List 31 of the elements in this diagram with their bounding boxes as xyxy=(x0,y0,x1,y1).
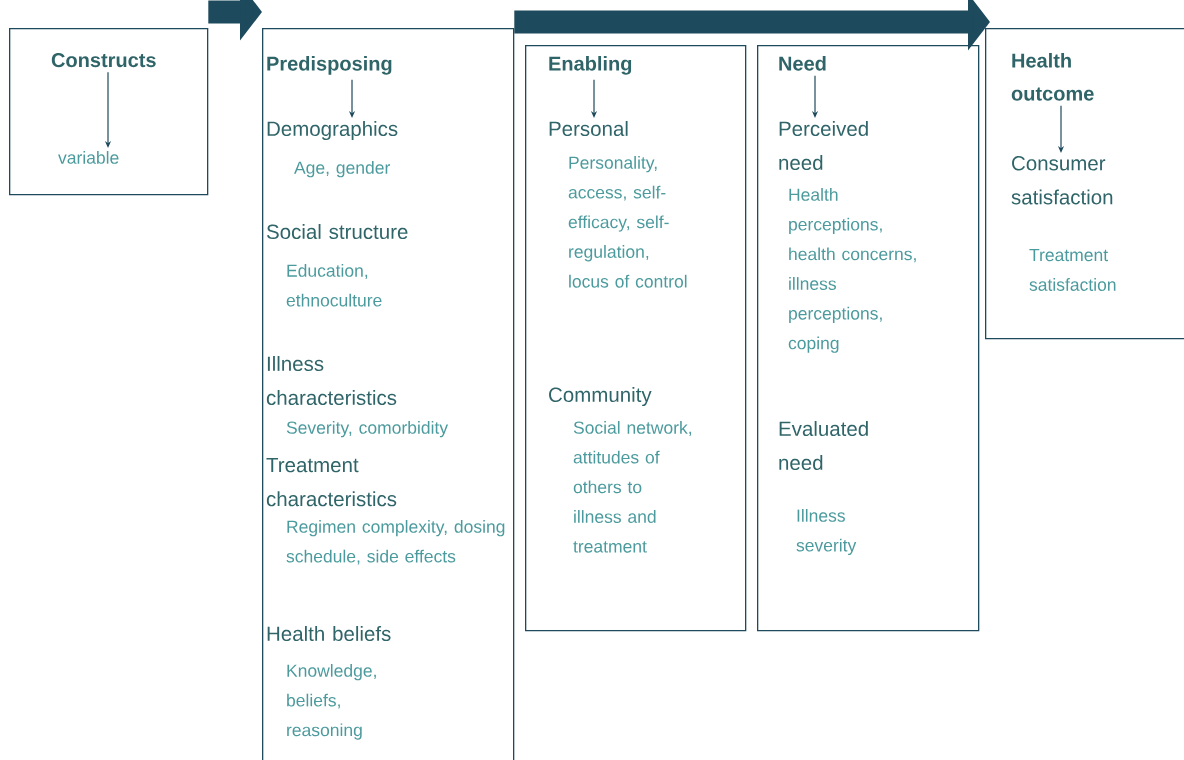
column-box xyxy=(757,45,980,632)
category-heading: Consumer satisfaction xyxy=(1011,156,1113,205)
variable-text: Health perceptions, health concerns, illness perceptions, coping xyxy=(788,188,916,353)
construct-heading: Enabling xyxy=(549,56,632,75)
column-box xyxy=(9,28,209,196)
variable-text: Treatment satisfaction xyxy=(1029,249,1116,291)
variable-text: Severity, comorbidity xyxy=(286,421,449,438)
variable-text: Age, gender xyxy=(294,161,390,178)
construct-heading: Constructs xyxy=(51,53,156,68)
category-heading: Health beliefs xyxy=(267,626,391,642)
construct-heading: Predisposing xyxy=(267,56,392,75)
variable-text: Illness severity xyxy=(796,509,857,555)
column-box xyxy=(262,28,515,760)
category-heading: Community xyxy=(549,387,652,407)
category-heading: Social structure xyxy=(266,224,408,240)
category-heading: Personal xyxy=(549,121,628,137)
category-heading: Treatment characteristics xyxy=(266,458,397,507)
category-heading: Perceived need xyxy=(779,121,868,171)
category-heading: Evaluated need xyxy=(779,421,868,471)
category-heading: Illness characteristics xyxy=(266,356,397,406)
variable-text: Social network, attitudes of others to illness and treatment xyxy=(573,421,692,553)
variable-text: variable xyxy=(58,151,119,164)
category-heading: Demographics xyxy=(267,121,398,141)
construct-heading: Health outcome xyxy=(1011,53,1094,101)
column-box xyxy=(525,45,747,632)
variable-text: Knowledge, beliefs, reasoning xyxy=(287,664,376,740)
column-box xyxy=(985,28,1184,340)
construct-heading: Need xyxy=(779,56,826,71)
variable-text: Personality, access, self-efficacy, self-regulation, locus of control xyxy=(568,156,687,288)
variable-text: Education, ethnoculture xyxy=(286,264,382,307)
variable-text: Regimen complexity, dosing schedule, side effects xyxy=(286,520,505,565)
